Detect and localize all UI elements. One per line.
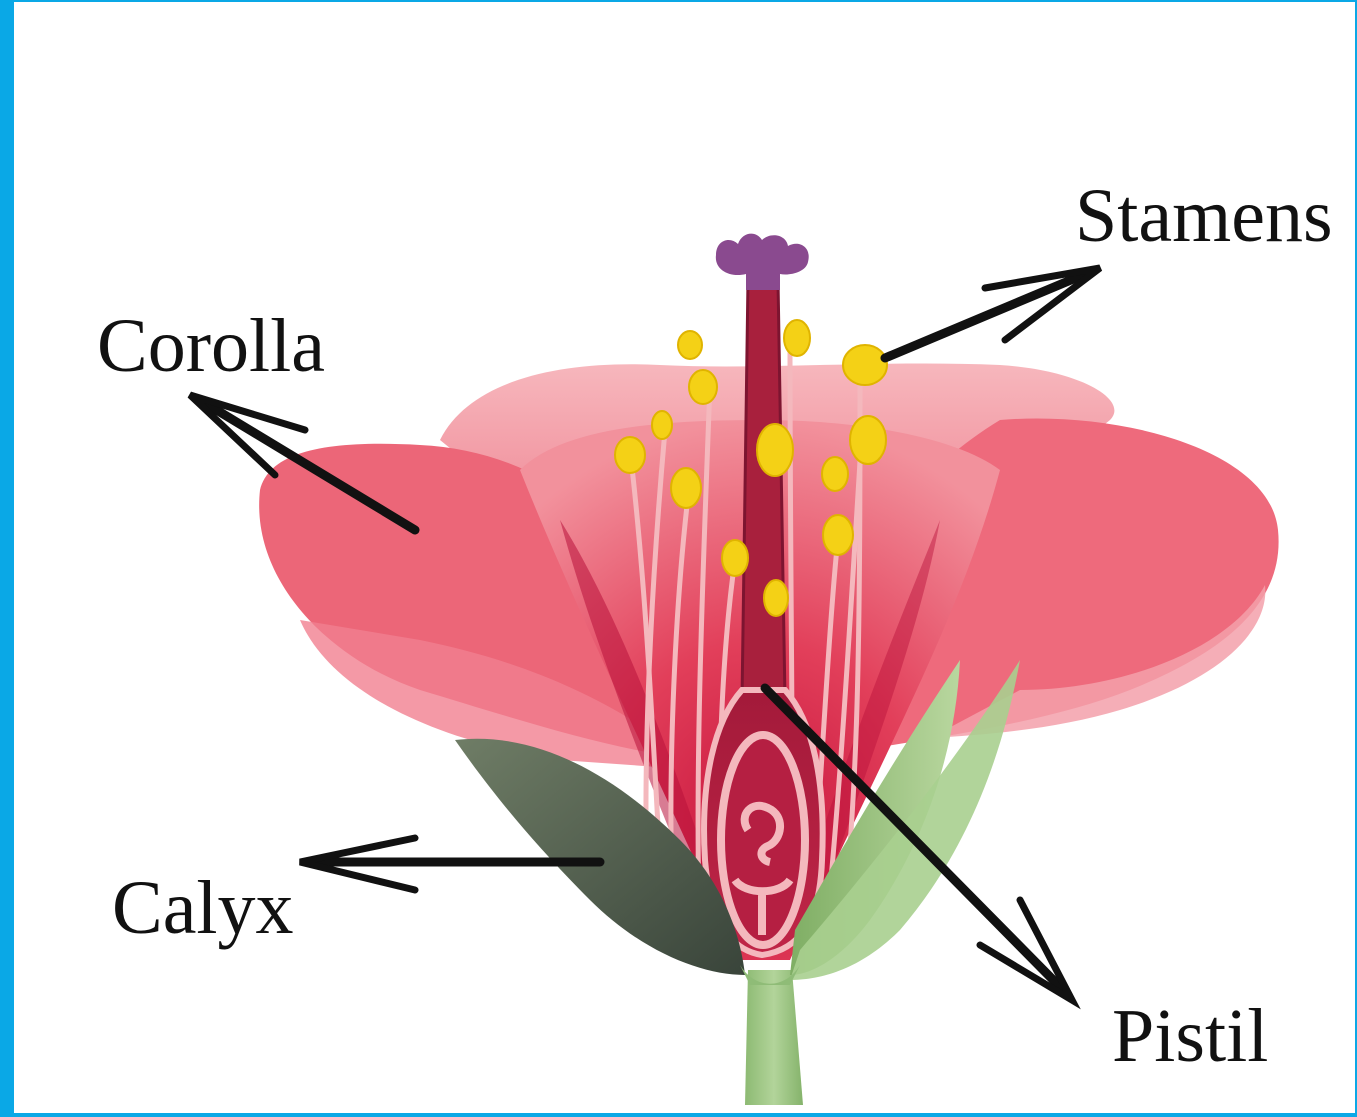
pistil-label: Pistil bbox=[1112, 998, 1268, 1074]
corolla-label: Corolla bbox=[97, 308, 325, 384]
stem bbox=[745, 970, 803, 1105]
pistil-stigma bbox=[716, 234, 809, 290]
stamens-label: Stamens bbox=[1075, 178, 1333, 254]
pistil-style bbox=[742, 280, 785, 700]
calyx-label: Calyx bbox=[112, 870, 294, 946]
